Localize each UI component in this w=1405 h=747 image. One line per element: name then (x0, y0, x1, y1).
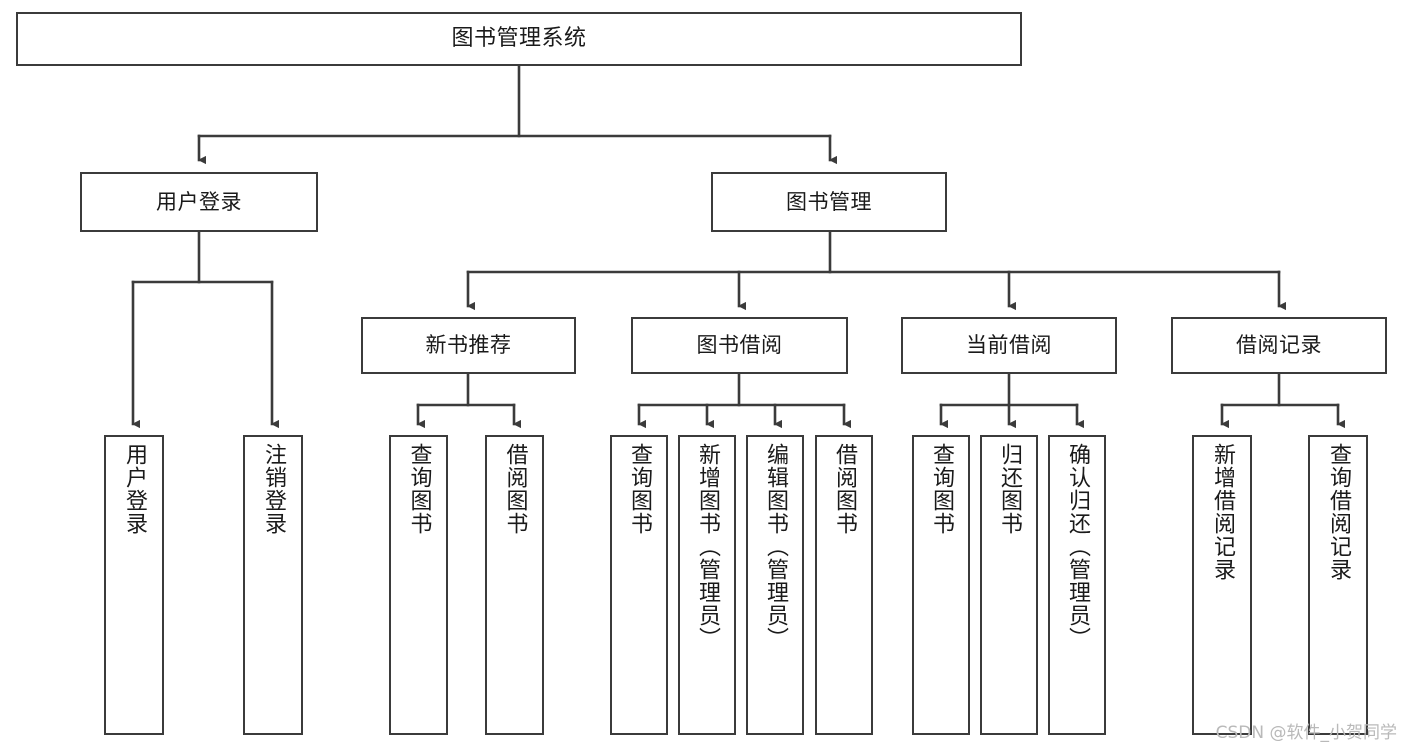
leaf-new-book-borrow[interactable]: 借阅图书 (485, 435, 544, 735)
node-label: 查询图书 (406, 443, 432, 535)
leaf-current-borrow-confirm-admin[interactable]: 确认归还（管理员） (1048, 435, 1106, 735)
leaf-book-borrow-query[interactable]: 查询图书 (610, 435, 668, 735)
node-label: 借阅图书 (502, 443, 528, 535)
node-label: 用户登录 (156, 189, 242, 214)
node-current-borrow[interactable]: 当前借阅 (901, 317, 1117, 374)
node-user-login[interactable]: 用户登录 (80, 172, 318, 232)
node-label: 注销登录 (261, 443, 286, 535)
leaf-user-login-logout[interactable]: 注销登录 (243, 435, 303, 735)
node-label: 图书管理系统 (451, 26, 587, 52)
leaf-new-book-query[interactable]: 查询图书 (389, 435, 448, 735)
leaf-book-borrow-edit-admin[interactable]: 编辑图书（管理员） (746, 435, 804, 735)
node-book-borrow[interactable]: 图书借阅 (631, 317, 848, 374)
node-label: 查询图书 (929, 443, 954, 535)
leaf-borrow-record-query[interactable]: 查询借阅记录 (1308, 435, 1368, 735)
node-label: 确认归还（管理员） (1065, 443, 1090, 650)
leaf-book-borrow-borrow[interactable]: 借阅图书 (815, 435, 873, 735)
leaf-book-borrow-add-admin[interactable]: 新增图书（管理员） (678, 435, 736, 735)
node-label: 查询借阅记录 (1326, 443, 1351, 581)
node-label: 借阅图书 (832, 443, 857, 535)
node-new-book-recommend[interactable]: 新书推荐 (361, 317, 576, 374)
node-label: 用户登录 (122, 443, 147, 535)
node-label: 新增借阅记录 (1210, 443, 1235, 581)
node-label: 查询图书 (627, 443, 652, 535)
node-label: 编辑图书（管理员） (763, 443, 788, 650)
node-label: 当前借阅 (966, 333, 1052, 358)
leaf-current-borrow-return[interactable]: 归还图书 (980, 435, 1038, 735)
node-root-book-management-system[interactable]: 图书管理系统 (16, 12, 1022, 66)
node-label: 归还图书 (997, 443, 1022, 535)
leaf-current-borrow-query[interactable]: 查询图书 (912, 435, 970, 735)
node-label: 新增图书（管理员） (695, 443, 720, 650)
leaf-user-login-login[interactable]: 用户登录 (104, 435, 164, 735)
csdn-watermark: CSDN @软件_小贺同学 (1215, 723, 1397, 743)
node-borrow-record[interactable]: 借阅记录 (1171, 317, 1387, 374)
leaf-borrow-record-add[interactable]: 新增借阅记录 (1192, 435, 1252, 735)
node-label: 借阅记录 (1236, 333, 1322, 358)
node-label: 图书管理 (786, 189, 872, 214)
node-label: 图书借阅 (696, 333, 783, 358)
node-book-management[interactable]: 图书管理 (711, 172, 947, 232)
node-label: 新书推荐 (425, 333, 512, 358)
